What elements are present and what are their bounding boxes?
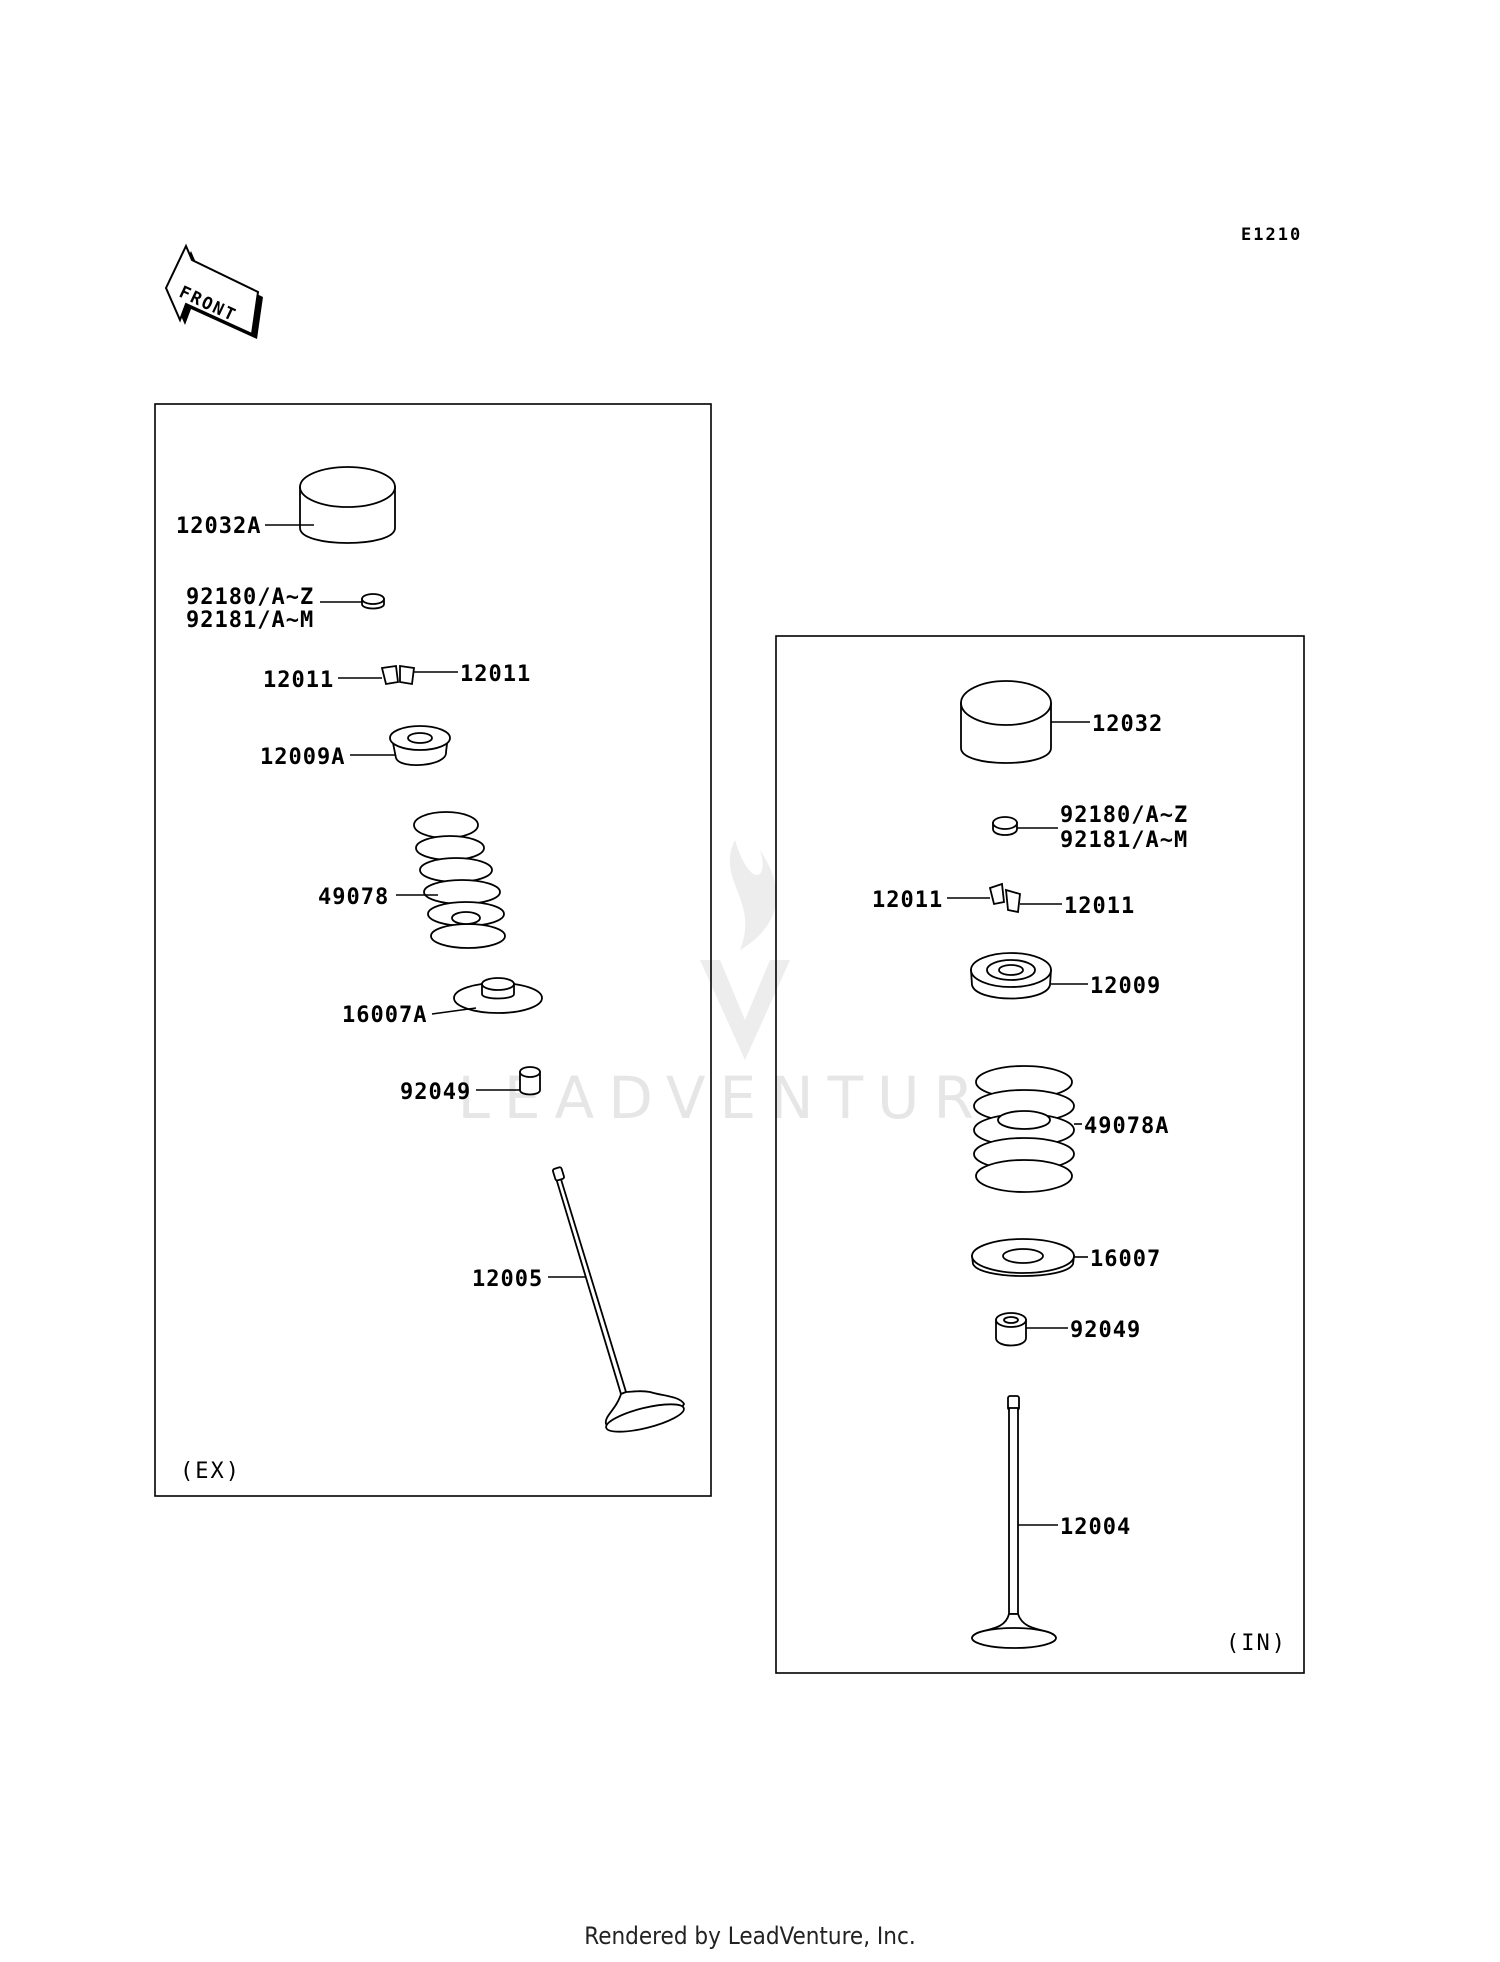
label-exhaust-tappet: 12032A <box>176 514 261 539</box>
intake-panel: 12032 92180/A~Z 92181/A~M 12011 12011 12… <box>775 635 1305 1674</box>
exhaust-stem-seal <box>519 1066 541 1096</box>
label-intake-stem-seal: 92049 <box>1070 1318 1141 1343</box>
label-exhaust-shim-1: 92180/A~Z <box>186 585 314 610</box>
exhaust-shim <box>361 593 385 610</box>
exhaust-frame <box>154 403 712 1497</box>
exhaust-panel: 12032A 92180/A~Z 92181/A~M 12011 12011 1… <box>154 403 712 1497</box>
label-exhaust-spring: 49078 <box>318 885 389 910</box>
label-intake-shim-2: 92181/A~M <box>1060 828 1188 853</box>
label-intake-keeper-left: 12011 <box>872 888 943 913</box>
intake-tappet <box>960 680 1052 764</box>
exhaust-keepers <box>380 664 416 686</box>
label-intake-spring-seat: 16007 <box>1090 1247 1161 1272</box>
intake-retainer <box>970 952 1052 1000</box>
label-intake-retainer: 12009 <box>1090 974 1161 999</box>
label-exhaust-keeper-left: 12011 <box>263 668 334 693</box>
exhaust-spring <box>413 811 506 949</box>
watermark-text: LEADVENTURE <box>458 1064 1039 1132</box>
label-exhaust-spring-seat: 16007A <box>342 1003 427 1028</box>
label-exhaust-valve: 12005 <box>472 1267 543 1292</box>
footer-credit: Rendered by LeadVenture, Inc. <box>584 1922 916 1950</box>
label-exhaust-shim-2: 92181/A~M <box>186 608 314 633</box>
intake-spring-seat <box>970 1238 1076 1277</box>
label-exhaust-stem-seal: 92049 <box>400 1080 471 1105</box>
watermark: LEADVENTURE <box>458 840 1039 1132</box>
intake-frame <box>775 635 1305 1674</box>
label-exhaust-keeper-right: 12011 <box>460 662 531 687</box>
front-arrow-icon: FRONT <box>164 243 263 339</box>
exhaust-spring-seat <box>453 977 543 1014</box>
exhaust-group-label: (EX) <box>180 1459 241 1484</box>
exhaust-valve <box>552 1166 686 1433</box>
diagram-reference: E1210 <box>1241 225 1302 245</box>
label-intake-keeper-right: 12011 <box>1064 894 1135 919</box>
exhaust-retainer <box>389 725 451 766</box>
intake-shim <box>992 816 1018 836</box>
intake-group-label: (IN) <box>1226 1631 1287 1656</box>
exhaust-tappet <box>299 466 396 544</box>
intake-keepers <box>988 882 1021 914</box>
intake-stem-seal <box>995 1312 1027 1347</box>
label-intake-shim-1: 92180/A~Z <box>1060 803 1188 828</box>
intake-spring <box>973 1065 1075 1193</box>
label-intake-spring: 49078A <box>1084 1114 1169 1139</box>
label-exhaust-retainer: 12009A <box>260 745 345 770</box>
label-intake-tappet: 12032 <box>1092 712 1163 737</box>
label-intake-valve: 12004 <box>1060 1515 1131 1540</box>
intake-valve <box>971 1395 1057 1649</box>
